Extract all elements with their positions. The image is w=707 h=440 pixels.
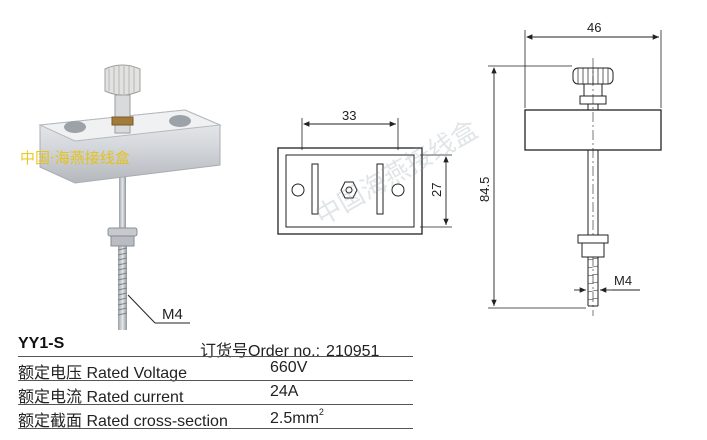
model-name: YY1-S — [18, 335, 65, 352]
spec-divider — [18, 404, 413, 405]
spec-divider — [18, 380, 413, 381]
spec-label: 额定电压 Rated Voltage — [18, 365, 187, 382]
spec-divider — [18, 428, 413, 429]
spec-label: 额定电流 Rated current — [18, 389, 184, 406]
photo-callout-leader — [127, 294, 156, 324]
top-view-outline — [277, 147, 423, 235]
side-view-thread-label: M4 — [614, 273, 632, 288]
photo-thread — [117, 245, 128, 330]
top-view-nut — [340, 181, 358, 199]
spec-value-superscript: 2 — [318, 407, 324, 417]
spec-value: 660V — [270, 359, 308, 376]
top-view-hole-right — [391, 183, 405, 197]
photo-knob — [104, 64, 141, 134]
photo-callout-label: M4 — [162, 306, 183, 323]
technical-drawings: 33 27 46 84.5 — [277, 20, 662, 316]
spec-row-voltage: 额定电压 Rated Voltage 660V — [18, 359, 307, 383]
photo-nut — [107, 227, 138, 247]
side-view: 46 84.5 M4 中国海燕接线盒 — [311, 20, 662, 316]
spec-value: 2.5mm2 — [270, 407, 324, 428]
order-number-line: 订货号Order no.: 210951 — [200, 337, 379, 361]
product-photo: M4 中国·海燕接线盒 — [20, 64, 222, 330]
photo-watermark: 中国·海燕接线盒 — [20, 149, 130, 167]
top-view-height-label: 27 — [429, 183, 444, 197]
side-view-watermark: 中国海燕接线盒 — [311, 115, 484, 232]
spec-divider — [18, 356, 413, 357]
top-view-slot-right — [376, 163, 384, 215]
side-view-width-label: 46 — [587, 20, 601, 35]
top-view-nut-bore — [345, 186, 353, 194]
top-view-slot-left — [311, 163, 319, 215]
top-view-inner — [285, 154, 415, 228]
spec-value-text: 2.5mm — [270, 410, 319, 427]
order-number: 210951 — [326, 343, 380, 360]
side-view-height-label: 84.5 — [477, 177, 492, 202]
spec-row-current: 额定电流 Rated current 24A — [18, 383, 298, 407]
spec-row-cross-section: 额定截面 Rated cross-section 2.5mm2 — [18, 407, 324, 431]
spec-label: 额定截面 Rated cross-section — [18, 413, 228, 430]
top-view-width-label: 33 — [342, 108, 356, 123]
order-label: 订货号Order no.: — [200, 343, 321, 360]
top-view: 33 27 — [277, 108, 452, 235]
top-view-hole-left — [291, 183, 305, 197]
side-view-nut — [577, 234, 609, 244]
spec-value: 24A — [270, 383, 299, 400]
